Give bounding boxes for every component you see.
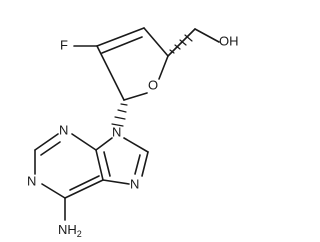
bond-c8-n7-double	[134, 154, 141, 175]
bond-c1-c3	[96, 45, 125, 101]
atom-n3: N	[59, 122, 68, 137]
bond-c4p-n9	[95, 137, 113, 151]
atom-fluorine: F	[60, 37, 68, 52]
molecule-diagram: F O OH N N N N NH2	[27, 27, 239, 239]
stereo-hash-c5	[169, 34, 193, 54]
amine-subscript: 2	[77, 229, 82, 239]
bond-c6-c5p	[64, 179, 104, 199]
structure-canvas: F O OH N N N N NH2	[27, 27, 239, 239]
bond-n3-c2	[34, 133, 59, 151]
bond-c8-n7	[141, 151, 149, 177]
atom-n7: N	[130, 176, 139, 191]
bond-o-ring-c1	[123, 92, 148, 101]
atom-hydroxyl: OH	[219, 33, 239, 48]
bond-n1-c6	[41, 183, 66, 199]
bond-c4p-n3	[71, 133, 97, 151]
atom-ring-oxygen: O	[148, 77, 158, 92]
bond-c5p-c4p	[95, 149, 104, 181]
atom-n1: N	[27, 173, 36, 188]
amine-label: NH	[58, 222, 77, 237]
bond-n9-c8	[123, 137, 149, 153]
bond-c5p-c4p-double	[103, 151, 111, 177]
bond-c3-c4	[96, 27, 145, 47]
atom-n9: N	[112, 124, 121, 139]
stereo-hash-c1	[111, 103, 128, 127]
bond-n3-c2-double	[40, 141, 61, 156]
bond-ch2-oh	[194, 28, 220, 43]
atom-amine: NH2	[58, 222, 82, 239]
bond-c3-c4-double	[101, 36, 143, 54]
bond-c6-c5p-double	[69, 175, 100, 191]
bond-c5-o-ring	[158, 55, 169, 80]
bond-n7-c5p	[102, 179, 130, 185]
bond-c4-c5	[143, 27, 169, 57]
